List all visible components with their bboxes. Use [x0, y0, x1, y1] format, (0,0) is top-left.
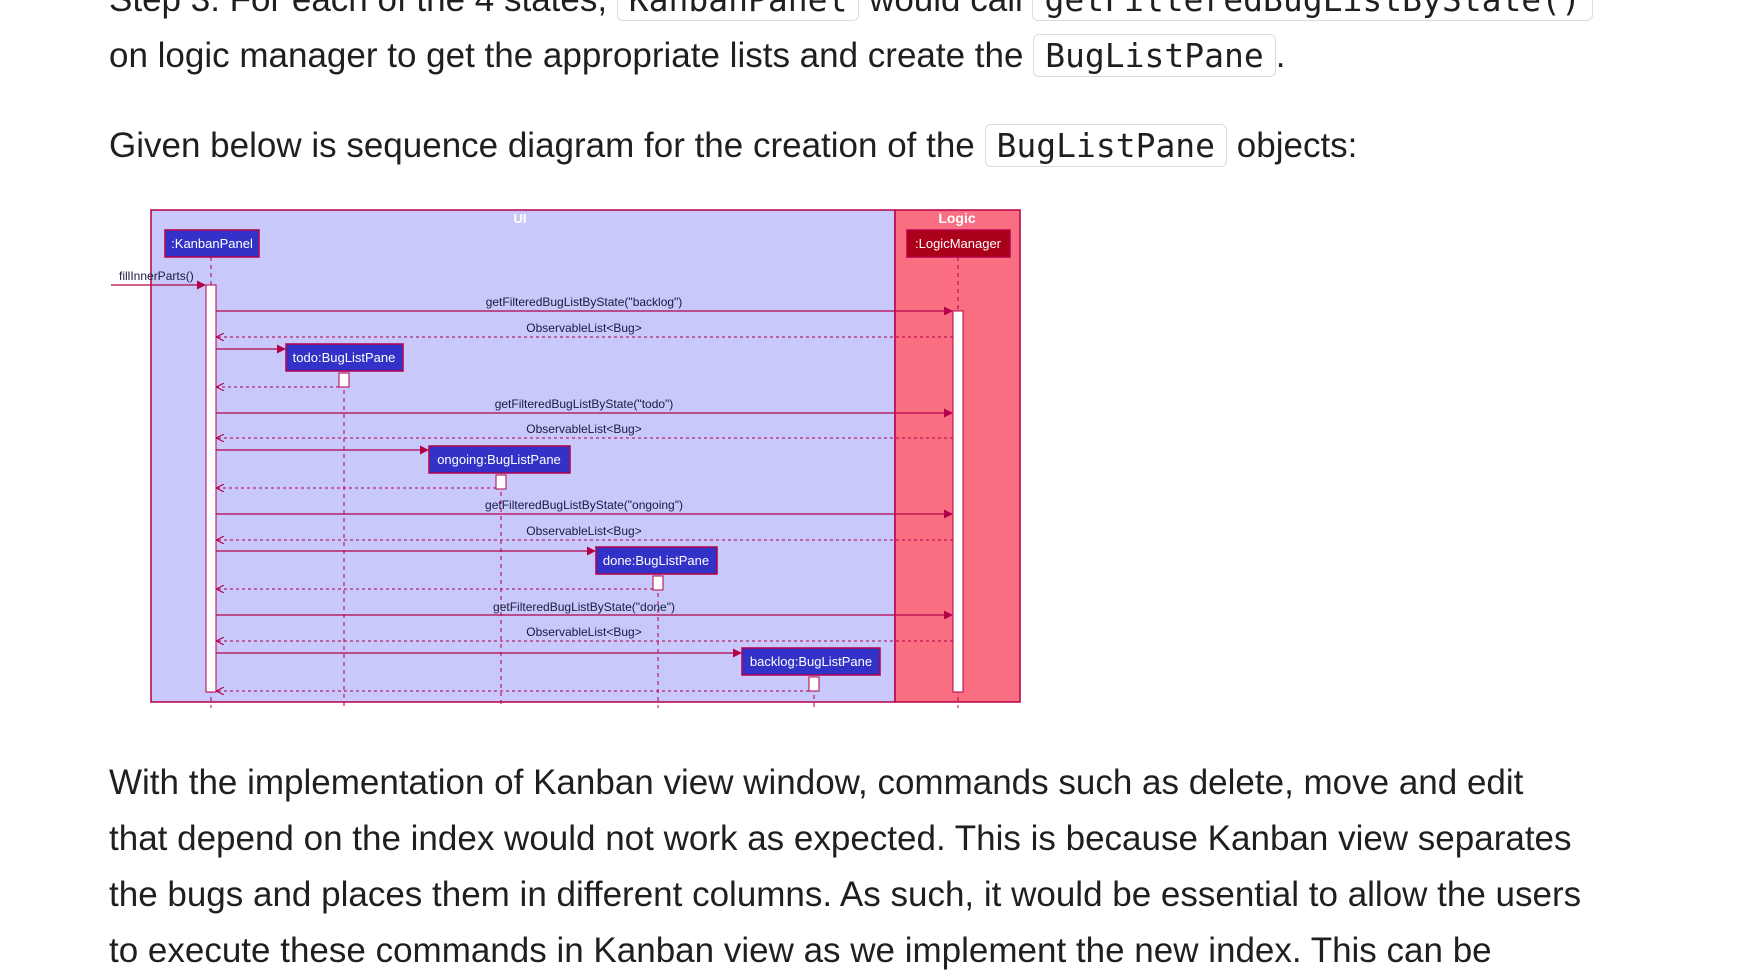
kanban-panel-activation — [205, 284, 217, 693]
return-3-label: ObservableList<Bug> — [526, 524, 641, 538]
todo-pane-box — [285, 343, 404, 372]
kanban-panel-participant: :KanbanPanel — [171, 236, 253, 251]
todo-pane-activation — [338, 372, 350, 388]
backlog-pane-label: backlog:BugListPane — [750, 654, 872, 669]
step3-paragraph-line1: Step 3: For each of the 4 states, Kanban… — [109, 0, 1593, 28]
done-pane-activation — [652, 575, 664, 591]
call-done-label: getFilteredBugListByState("done") — [493, 600, 675, 614]
kanban-paragraph-line3: the bugs and places them in different co… — [109, 875, 1582, 914]
call-ongoing-label: getFilteredBugListByState("ongoing") — [485, 498, 683, 512]
call-backlog-label: getFilteredBugListByState("backlog") — [486, 295, 683, 309]
backlog-pane-box — [741, 647, 881, 676]
return-1-label: ObservableList<Bug> — [526, 321, 641, 335]
kanban-paragraph-line1: With the implementation of Kanban view w… — [109, 763, 1524, 802]
ui-group-label: UI — [514, 211, 527, 226]
logic-manager-participant: :LogicManager — [915, 236, 1002, 251]
ongoing-pane-activation — [495, 474, 507, 490]
done-pane-label: done:BugListPane — [603, 553, 709, 568]
call-todo-label: getFilteredBugListByState("todo") — [495, 397, 674, 411]
entry-call-label: fillInnerParts() — [119, 269, 194, 283]
sequence-intro-paragraph: Given below is sequence diagram for the … — [109, 124, 1358, 167]
code-buglistpane-2: BugListPane — [984, 124, 1228, 167]
code-getfilteredbuglistbystate: getFilteredBugListByState() — [1032, 0, 1593, 21]
sequence-diagram: UI Logic :KanbanPanel :LogicManager fill… — [111, 209, 1021, 708]
ongoing-pane-label: ongoing:BugListPane — [437, 452, 561, 467]
logic-manager-activation — [952, 310, 964, 693]
kanban-paragraph-line2: that depend on the index would not work … — [109, 819, 1572, 858]
logic-group-label: Logic — [938, 210, 976, 226]
backlog-pane-activation — [808, 676, 820, 692]
return-4-label: ObservableList<Bug> — [526, 625, 641, 639]
kanban-paragraph-line4: to execute these commands in Kanban view… — [109, 931, 1492, 970]
done-pane-box — [595, 546, 718, 575]
todo-pane-label: todo:BugListPane — [293, 350, 396, 365]
return-2-label: ObservableList<Bug> — [526, 422, 641, 436]
code-buglistpane: BugListPane — [1033, 34, 1276, 77]
ongoing-pane-box — [428, 445, 571, 474]
step3-paragraph-line2: on logic manager to get the appropriate … — [109, 34, 1286, 77]
code-kanbanpanel: KanbanPanel — [616, 0, 860, 21]
kanban-panel-participant-box — [164, 229, 260, 258]
